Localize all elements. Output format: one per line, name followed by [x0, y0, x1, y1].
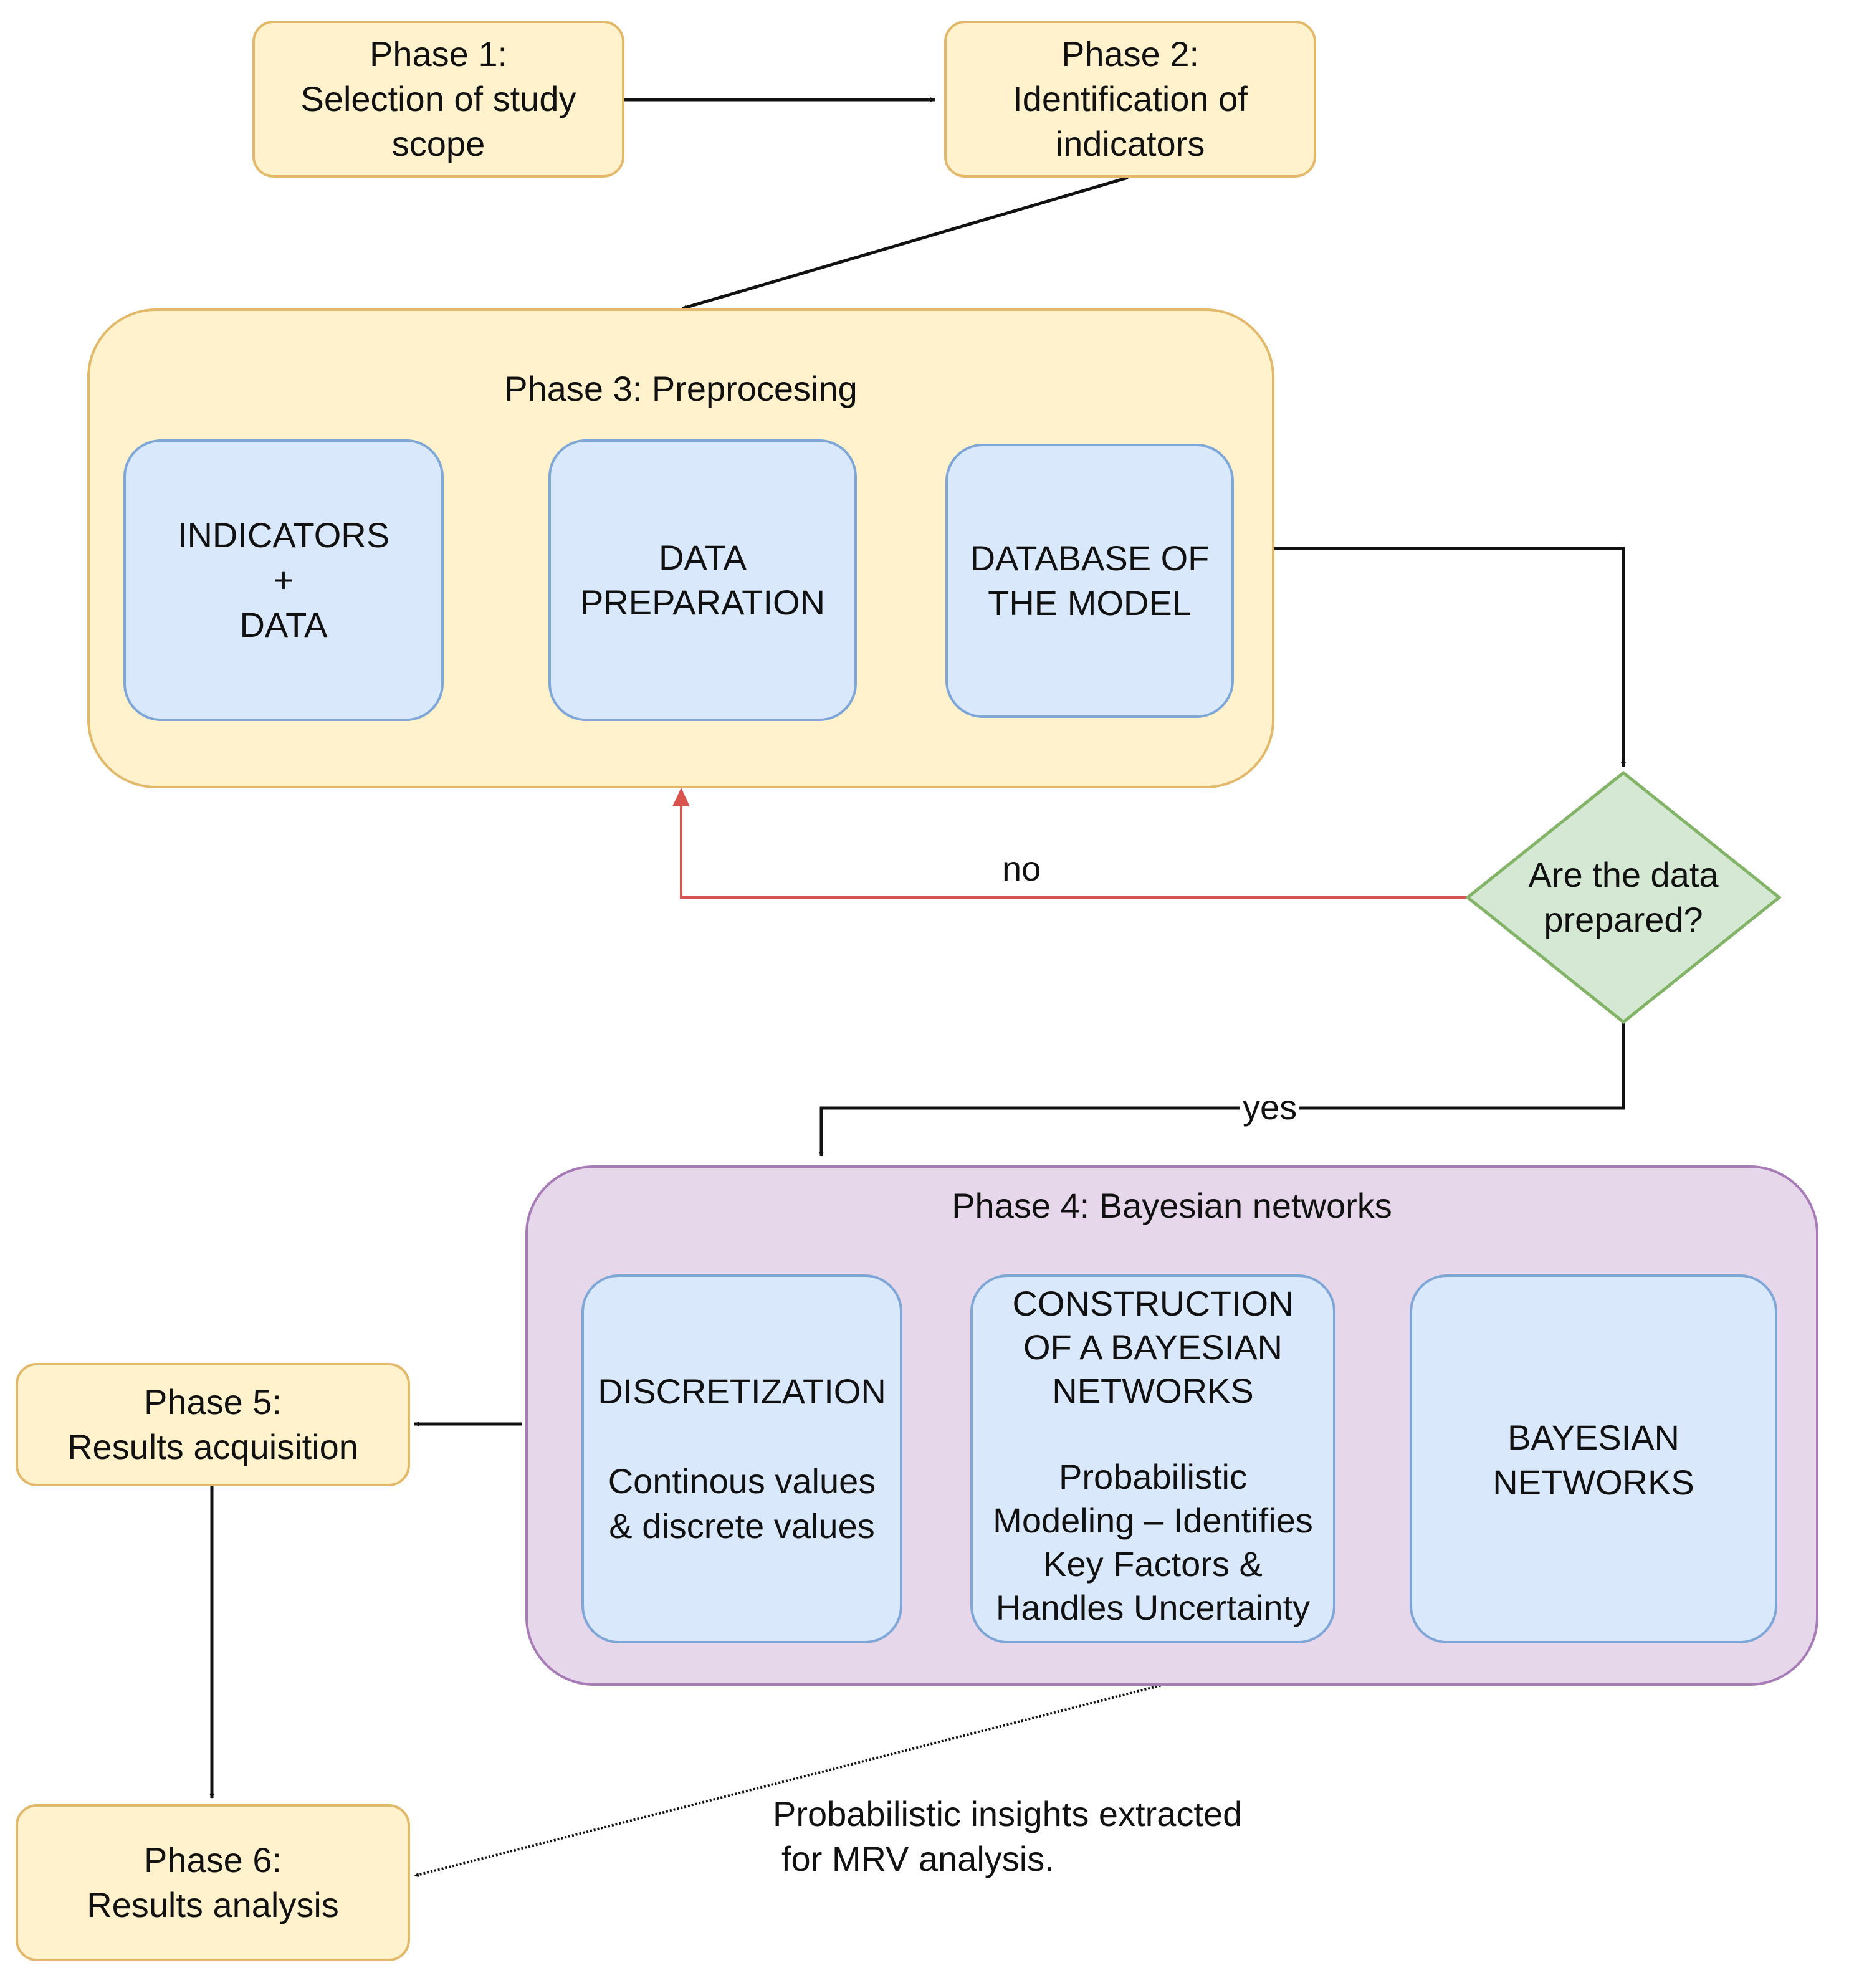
- construction-line3: NETWORKS: [1052, 1371, 1254, 1410]
- phase5-line1: Phase 5:: [143, 1382, 282, 1422]
- construction-line5: Modeling – Identifies: [993, 1501, 1313, 1540]
- construction-line2: OF A BAYESIAN: [1023, 1327, 1283, 1367]
- indicators-data-box: INDICATORS + DATA: [123, 439, 444, 721]
- no-arrowhead: [672, 788, 690, 806]
- phase2-line3: indicators: [1055, 124, 1205, 163]
- decision-label: Are the data prepared?: [1499, 851, 1748, 944]
- construction-line6: Key Factors &: [1043, 1544, 1263, 1584]
- phase5-line2: Results acquisition: [67, 1427, 358, 1466]
- networks-line1: BAYESIAN: [1507, 1418, 1679, 1457]
- phase5-box: Phase 5: Results acquisition: [16, 1363, 410, 1486]
- construction-line1: CONSTRUCTION: [1012, 1284, 1294, 1323]
- preparation-line1: DATA: [658, 538, 747, 577]
- decision-line2: prepared?: [1544, 900, 1703, 939]
- no-label: no: [1002, 846, 1041, 891]
- database-line1: DATABASE OF: [970, 538, 1210, 578]
- phase6-line1: Phase 6:: [143, 1840, 282, 1880]
- phase4-title: Phase 4: Bayesian networks: [952, 1186, 1392, 1225]
- discretization-line2: Continous values: [608, 1461, 876, 1501]
- edge-phase2-phase3: [682, 176, 1129, 310]
- phase1-line2: Selection of study: [300, 79, 576, 118]
- phase6-line2: Results analysis: [87, 1885, 339, 1924]
- phase1-box: Phase 1: Selection of study scope: [252, 21, 624, 178]
- database-line2: THE MODEL: [988, 583, 1192, 623]
- phase6-box: Phase 6: Results analysis: [16, 1804, 410, 1961]
- discretization-line1: DISCRETIZATION: [598, 1372, 886, 1411]
- edge-phase4-phase6-dotted: [414, 1681, 1172, 1878]
- indicators-line2: +: [273, 560, 294, 600]
- phase2-line2: Identification of: [1013, 79, 1248, 118]
- insights-line1: Probabilistic insights extracted: [773, 1794, 1243, 1833]
- phase2-box: Phase 2: Identification of indicators: [944, 21, 1316, 178]
- insights-caption: Probabilistic insights extracted for MRV…: [773, 1792, 1242, 1881]
- data-preparation-box: DATA PREPARATION: [548, 439, 857, 721]
- decision-diamond: [1464, 770, 1782, 1025]
- phase2-line1: Phase 2:: [1061, 34, 1200, 74]
- bayesian-networks-box: BAYESIAN NETWORKS: [1410, 1274, 1777, 1643]
- construction-box: CONSTRUCTION OF A BAYESIAN NETWORKS Prob…: [970, 1274, 1335, 1643]
- construction-line4: Probabilistic: [1059, 1457, 1247, 1496]
- edge-decision-yes-phase4: [819, 1022, 1625, 1157]
- edge-decision-no-phase3: [680, 796, 1468, 899]
- indicators-line3: DATA: [239, 605, 328, 644]
- preparation-line2: PREPARATION: [580, 583, 826, 622]
- discretization-box: DISCRETIZATION Continous values & discre…: [581, 1274, 902, 1643]
- database-box: DATABASE OF THE MODEL: [945, 444, 1234, 718]
- phase3-title: Phase 3: Preprocesing: [504, 369, 858, 408]
- networks-line2: NETWORKS: [1493, 1463, 1694, 1502]
- discretization-line3: & discrete values: [609, 1506, 875, 1546]
- indicators-line1: INDICATORS: [177, 515, 390, 555]
- construction-line7: Handles Uncertainty: [995, 1588, 1311, 1627]
- insights-line2: for MRV analysis.: [781, 1839, 1054, 1878]
- decision-line1: Are the data: [1528, 855, 1719, 894]
- phase1-line1: Phase 1:: [369, 34, 508, 74]
- edge-database-decision: [1274, 547, 1626, 767]
- phase1-line3: scope: [391, 124, 485, 163]
- yes-label: yes: [1240, 1085, 1300, 1130]
